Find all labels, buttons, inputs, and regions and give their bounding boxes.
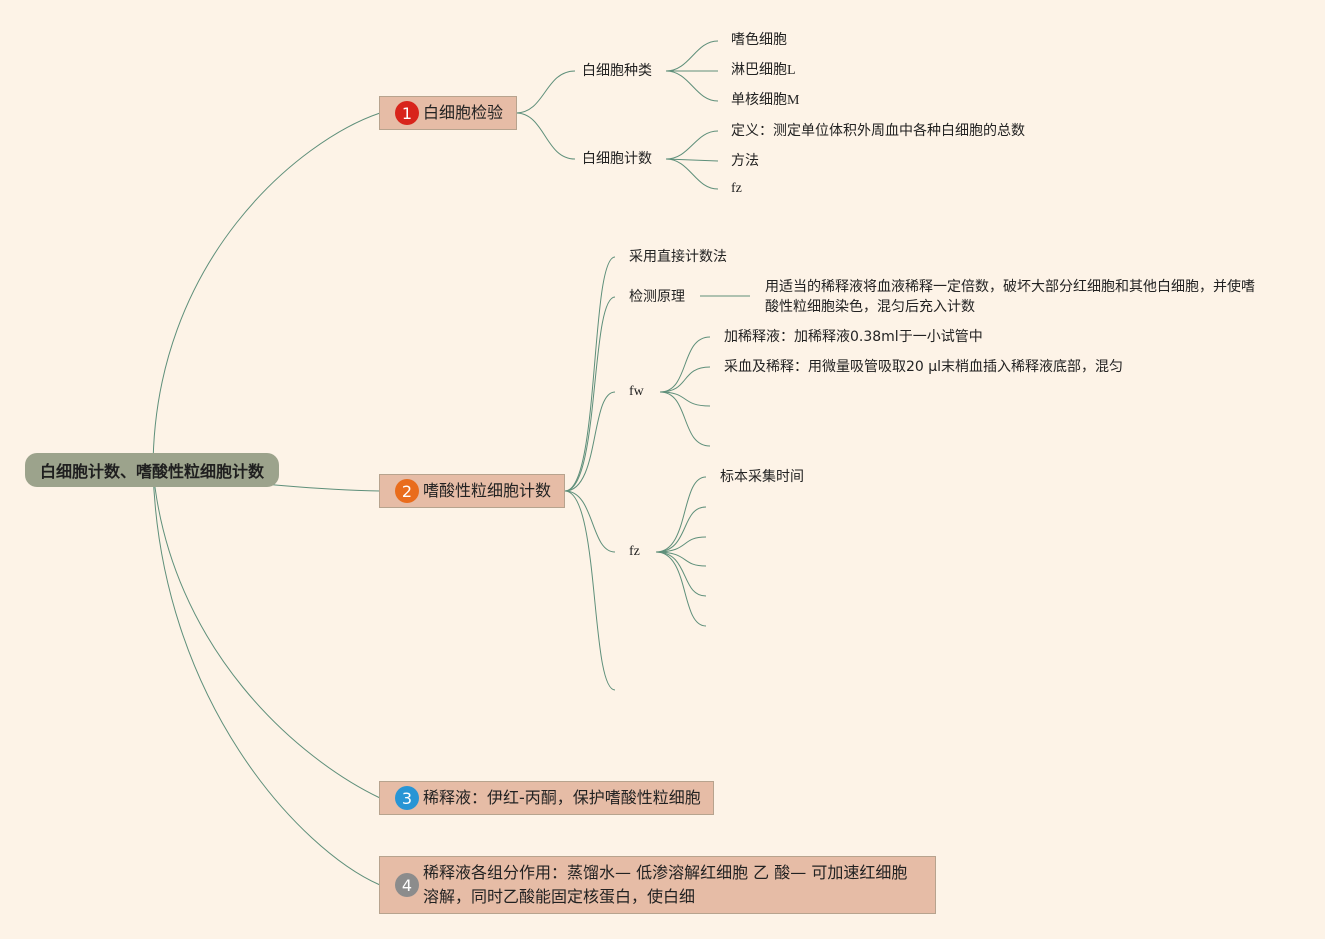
leaf-item[interactable]: 方法 [731,153,759,169]
topic-label: 嗜酸性粒细胞计数 [423,481,552,500]
link-fz-2 [655,506,707,553]
link-fz-6 [655,551,707,627]
leaf-item[interactable]: 定义：测定单位体积外周血中各种白细胞的总数 [731,123,1025,139]
subtopic-white-cell-count[interactable]: 白细胞计数 [582,151,652,167]
topic-white-cell-test[interactable]: 1 白细胞检验 [379,96,517,130]
subtopic-fz[interactable]: fz [629,544,640,559]
root-topic[interactable]: 白细胞计数、嗜酸性粒细胞计数 [25,453,279,487]
leaf-item[interactable]: 标本采集时间 [720,469,804,485]
link-fz-5 [655,551,707,597]
leaf-item[interactable]: fz [731,181,742,196]
topic-diluent-components[interactable]: 4 稀释液各组分作用：蒸馏水— 低渗溶解红细胞 乙 酸— 可加速红细胞溶解，同时… [379,856,936,914]
number-1-badge-icon: 1 [395,101,419,125]
topic-eosinophil-count[interactable]: 2 嗜酸性粒细胞计数 [379,474,565,508]
link-fw-3 [659,391,711,407]
link-fz-3 [655,536,707,553]
number-4-badge-icon: 4 [395,873,419,897]
link-root-topic3 [152,469,381,799]
subtopic-white-cell-kinds[interactable]: 白细胞种类 [582,63,652,79]
link-t1-count [515,112,576,160]
link-kinds-3 [665,70,719,102]
topic-diluent[interactable]: 3 稀释液：伊红-丙酮，保护嗜酸性粒细胞 [379,781,714,815]
topic-label: 稀释液：伊红-丙酮，保护嗜酸性粒细胞 [423,788,701,807]
link-fw-1 [659,336,711,393]
leaf-item[interactable]: 采血及稀释：用微量吸管吸取20 μl末梢血插入稀释液底部，混匀 [724,359,1124,375]
root-topic-label: 白细胞计数、嗜酸性粒细胞计数 [39,462,264,481]
link-kinds-1 [665,40,719,72]
link-t2-principle [564,296,616,492]
subtopic-fw[interactable]: fw [629,384,644,399]
subtopic-direct-count[interactable]: 采用直接计数法 [629,249,727,265]
topic-label: 稀释液各组分作用：蒸馏水— 低渗溶解红细胞 乙 酸— 可加速红细胞溶解，同时乙酸… [423,863,908,906]
link-t2-direct [564,256,616,492]
principle-detail[interactable]: 用适当的稀释液将血液稀释一定倍数，破坏大部分红细胞和其他白细胞，并使嗜酸性粒细胞… [765,279,1255,315]
link-fz-4 [655,551,707,567]
link-root-topic1 [152,112,381,471]
leaf-item[interactable]: 单核细胞M [731,93,800,108]
link-fz-1 [655,476,707,553]
leaf-item[interactable]: 淋巴细胞L [731,63,796,78]
leaf-item[interactable]: 嗜色细胞 [731,33,787,48]
link-t2-empty [564,490,616,691]
link-count-1 [665,130,719,160]
link-t2-fw [564,391,616,492]
link-count-2 [665,158,719,162]
link-root-topic4 [152,469,381,886]
leaf-item[interactable]: 加稀释液：加稀释液0.38ml于一小试管中 [724,329,983,345]
topic-label: 白细胞检验 [423,103,504,122]
link-fw-2 [659,366,711,393]
subtopic-principle[interactable]: 检测原理 [629,289,685,305]
link-fw-4 [659,391,711,447]
link-count-3 [665,158,719,190]
number-3-badge-icon: 3 [395,786,419,810]
link-t2-fz [564,490,616,553]
link-t1-kinds [515,70,576,114]
number-2-badge-icon: 2 [395,479,419,503]
